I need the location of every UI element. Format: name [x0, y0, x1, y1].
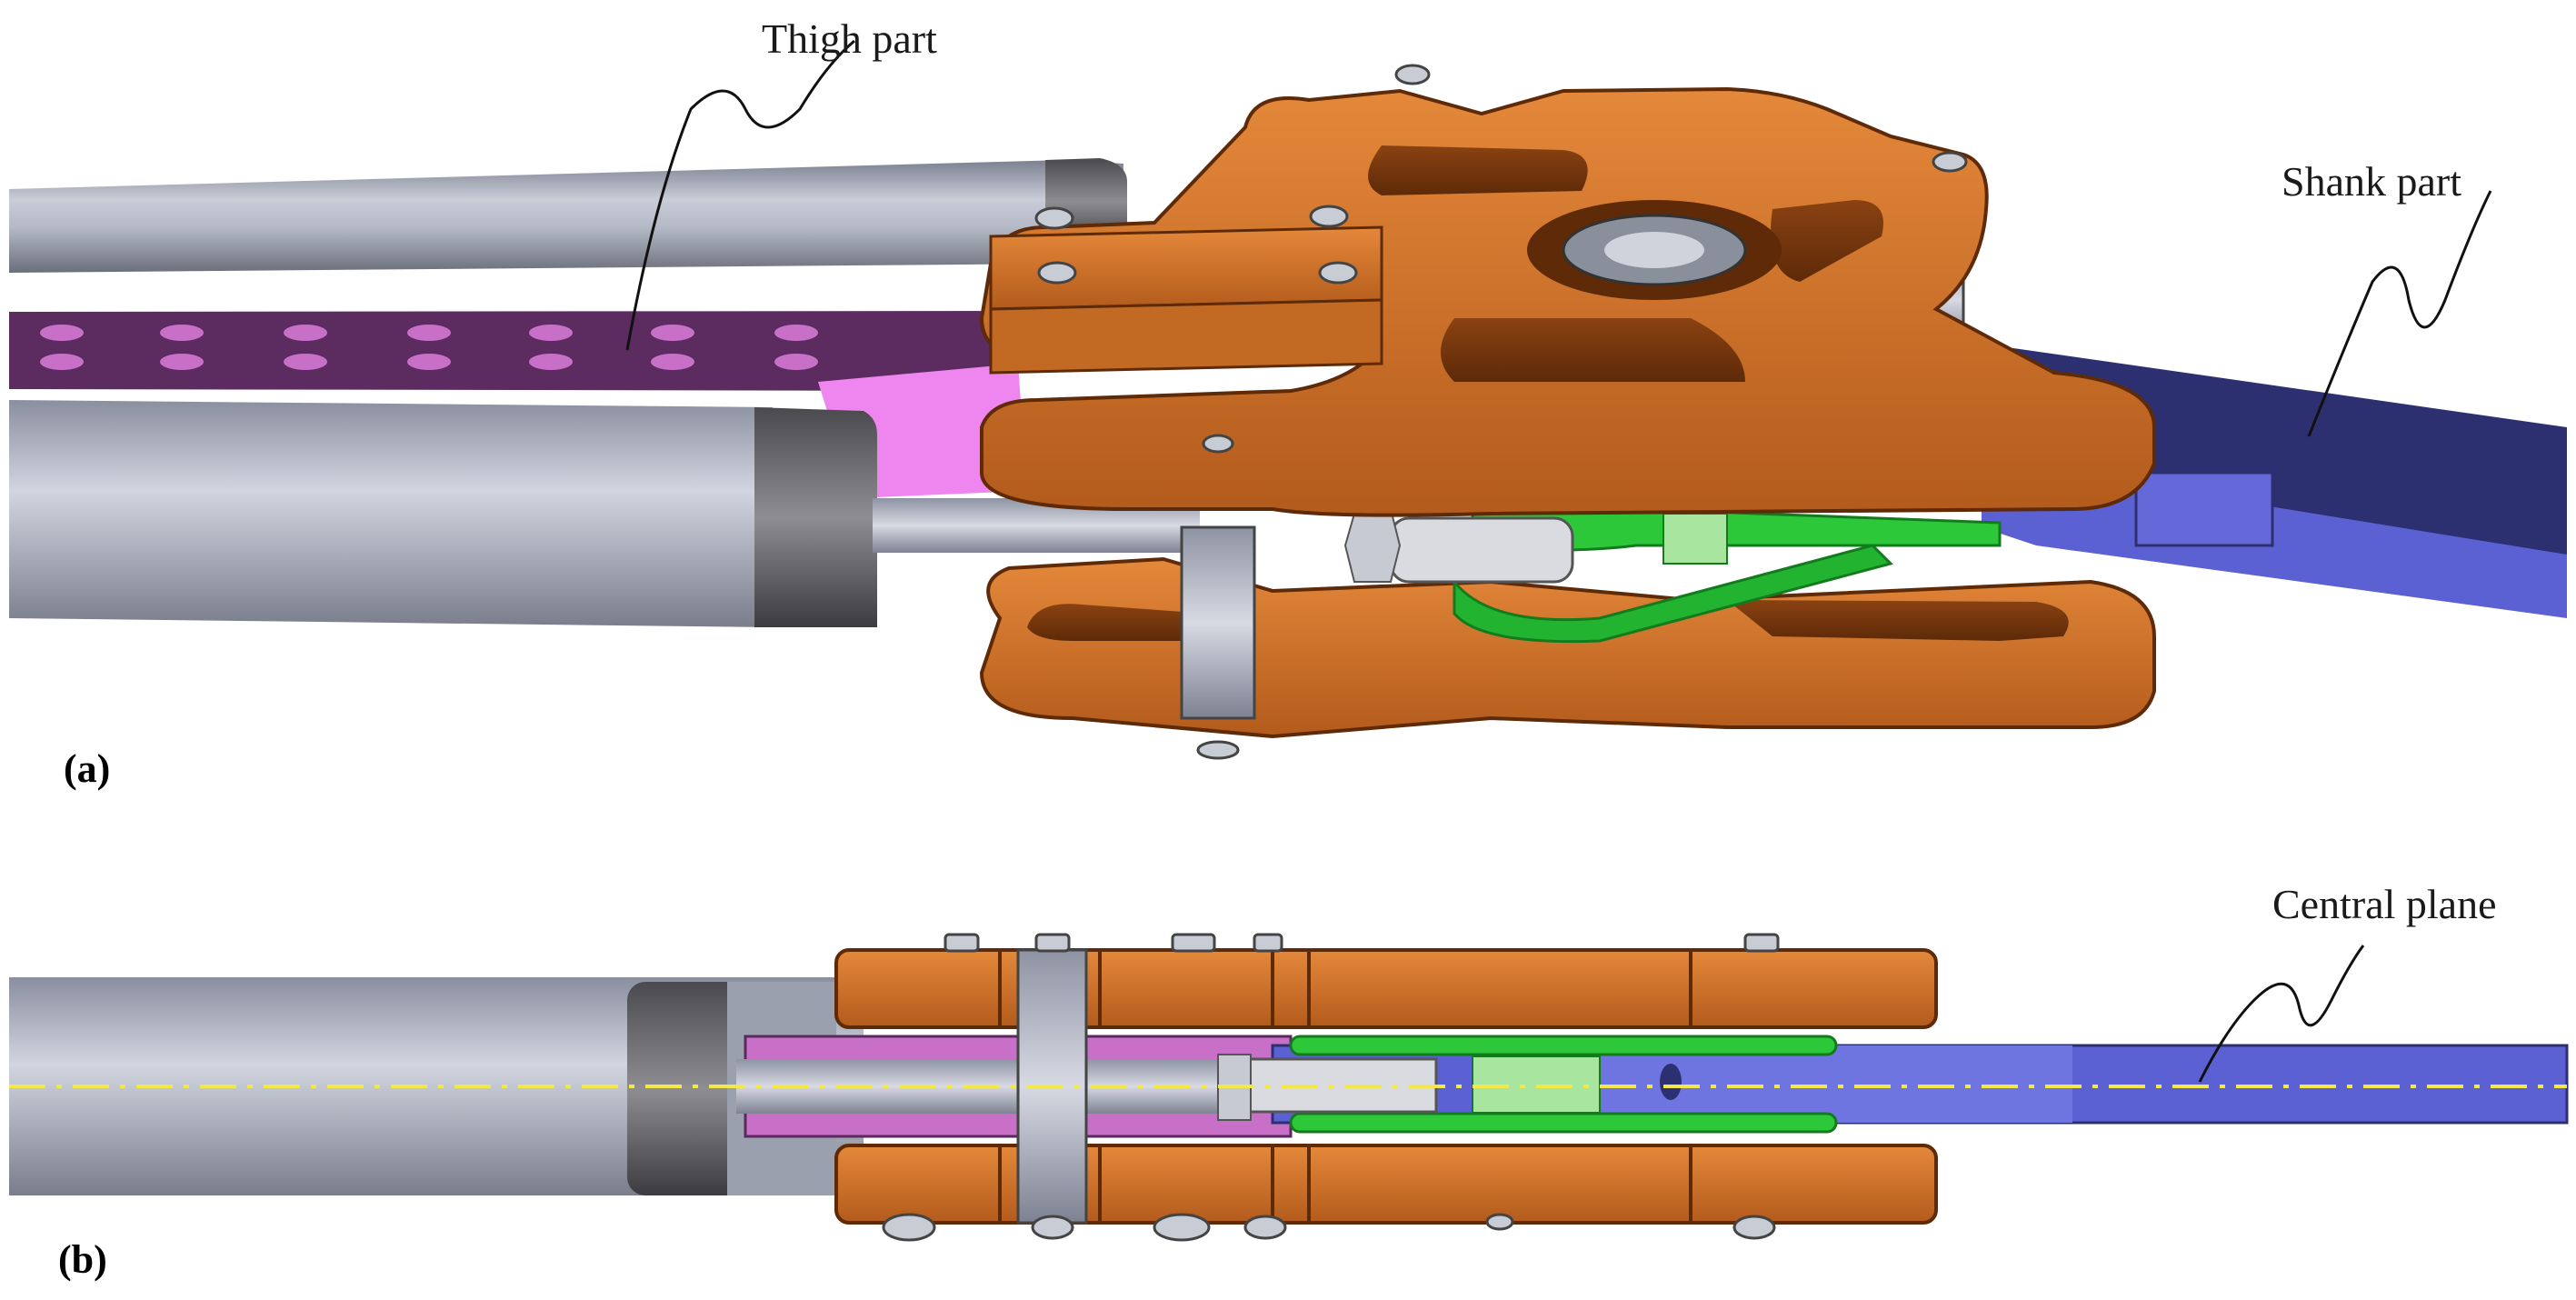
upper-frame-cutout-2: [1441, 318, 1745, 382]
bolt-icon: [1171, 933, 1216, 953]
thigh-plate: [9, 311, 1009, 391]
bolt-icon: [1243, 1215, 1287, 1240]
bolt-icon: [1253, 933, 1283, 953]
bolts-a: [1034, 64, 1968, 760]
side-cylinder-cap: [627, 982, 745, 1195]
side-pin-hole: [1660, 1064, 1682, 1100]
lower-cylinder: [9, 400, 773, 627]
upper-cylinder: [9, 160, 1123, 273]
green-link-lower: [1453, 544, 1893, 644]
bolt-icon: [1318, 261, 1358, 285]
bolts-b: [882, 933, 1780, 1242]
lower-cylinder-cap: [754, 407, 877, 627]
panel-a-tag: (a): [64, 746, 110, 791]
upper-frame-cutout-3: [1771, 200, 1883, 282]
side-frame-seams: [998, 950, 1692, 1223]
clamp-block-front: [989, 298, 1383, 375]
rod-end-pin: [1662, 513, 1728, 565]
bolt-icon: [1485, 1213, 1514, 1231]
thigh-plate-holes: [40, 325, 818, 370]
thigh-label: Thigh part: [762, 15, 937, 62]
lower-frame-slot: [1027, 604, 1223, 641]
side-lower-frame: [834, 1144, 1938, 1225]
lower-frame-plate: [979, 556, 2156, 739]
side-green-bottom: [1289, 1112, 1838, 1134]
shank-leader: [2307, 190, 2492, 437]
thigh-leader: [625, 39, 855, 351]
lower-frame-slot-2: [1727, 600, 2069, 641]
bolt-icon: [1743, 933, 1780, 953]
central-plane-leader: [2198, 945, 2365, 1083]
bolt-icon: [1394, 64, 1431, 85]
central-plane-label: Central plane: [2272, 881, 2497, 927]
bolt-icon: [1037, 261, 1077, 285]
bolt-icon: [1034, 933, 1071, 953]
bolt-icon: [1153, 1213, 1211, 1242]
bolt-icon: [1196, 740, 1240, 760]
bolt-icon: [1031, 1215, 1074, 1240]
vertical-post: [1180, 525, 1256, 720]
panel-b: Central plane (b): [9, 881, 2569, 1282]
panel-a: Thigh part Shank part (a): [9, 15, 2567, 791]
panel-b-tag: (b): [58, 1237, 107, 1282]
rod-end: [1389, 516, 1574, 584]
bolt-icon: [944, 933, 980, 953]
bolt-icon: [1309, 205, 1349, 228]
bolt-icon: [1202, 434, 1234, 454]
hex-nut: [1343, 507, 1402, 583]
side-upper-frame: [834, 948, 1938, 1029]
shank-bracket: [2134, 471, 2274, 547]
bolt-icon: [882, 1213, 936, 1242]
bearing-bore: [1604, 232, 1704, 268]
side-green-top: [1289, 1035, 1838, 1056]
bolt-icon: [1732, 1215, 1776, 1240]
bolt-icon: [1932, 151, 1968, 173]
upper-frame-cutout-1: [1368, 145, 1588, 195]
shank-label: Shank part: [2281, 158, 2461, 205]
bolt-icon: [1034, 206, 1074, 230]
